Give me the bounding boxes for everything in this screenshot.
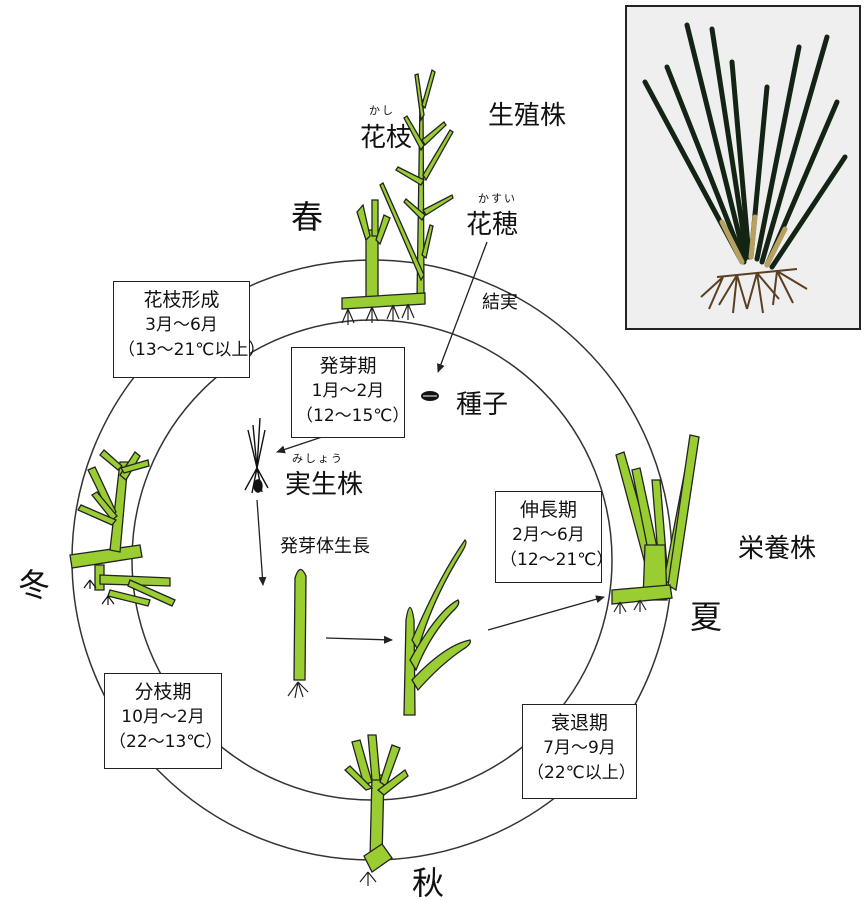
box-title: 分枝期 — [109, 680, 217, 705]
box-title: 花枝形成 — [118, 288, 245, 313]
spring-plant-icon — [342, 70, 453, 309]
branching-box: 分枝期 10月～2月 （22～13℃） — [104, 673, 222, 769]
eelgrass-photo-drawing — [627, 7, 859, 328]
spike-label: 花穂 — [466, 204, 518, 241]
elongation-box: 伸長期 2月～6月 （12～21℃） — [495, 491, 602, 583]
box-period: 3月～6月 — [118, 313, 245, 338]
box-period: 2月～6月 — [500, 523, 597, 548]
flower-branch-label: 花枝 — [360, 117, 412, 154]
box-period: 1月～2月 — [296, 379, 400, 404]
box-temp: （12～21℃） — [500, 548, 597, 573]
arrow-spike-to-seed — [438, 242, 487, 372]
box-temp: （12～15℃） — [296, 404, 400, 429]
flower-branch-ruby: かし — [369, 102, 395, 118]
arrow-to-vegetative — [488, 597, 604, 630]
germinant-icon — [294, 569, 306, 680]
box-period: 10月～2月 — [109, 705, 217, 730]
box-title: 伸長期 — [500, 498, 597, 523]
flowering-box: 花枝形成 3月～6月 （13～21℃以上） — [113, 281, 250, 378]
decline-box: 衰退期 7月～9月 （22℃以上） — [522, 704, 637, 799]
season-spring-label: 春 — [291, 192, 323, 238]
box-title: 発芽期 — [296, 354, 400, 379]
arrow-seedling-down — [257, 500, 263, 585]
box-temp: （22℃以上） — [527, 761, 632, 786]
seedling-icon — [245, 418, 268, 493]
season-autumn-label: 秋 — [412, 858, 444, 900]
box-temp: （22～13℃） — [109, 730, 217, 755]
eelgrass-photo — [625, 5, 861, 330]
box-period: 7月～9月 — [527, 736, 632, 761]
winter-plant-icon — [70, 450, 175, 606]
germination-box: 発芽期 1月～2月 （12～15℃） — [291, 347, 405, 438]
seedling-label: 実生株 — [285, 464, 363, 501]
vegetative-shoot-label: 栄養株 — [738, 528, 816, 565]
fruiting-label: 結実 — [482, 288, 518, 314]
season-winter-label: 冬 — [18, 560, 50, 606]
reproductive-shoot-label: 生殖株 — [488, 95, 566, 132]
box-temp: （13～21℃以上） — [118, 338, 245, 363]
young-plant-icon — [404, 540, 470, 715]
seed-label: 種子 — [456, 384, 508, 421]
box-title: 衰退期 — [527, 711, 632, 736]
autumn-plant-icon — [345, 735, 408, 872]
season-summer-label: 夏 — [690, 592, 722, 638]
germinant-growth-label: 発芽体生長 — [280, 532, 370, 558]
arrow-to-young-plant — [326, 638, 392, 640]
